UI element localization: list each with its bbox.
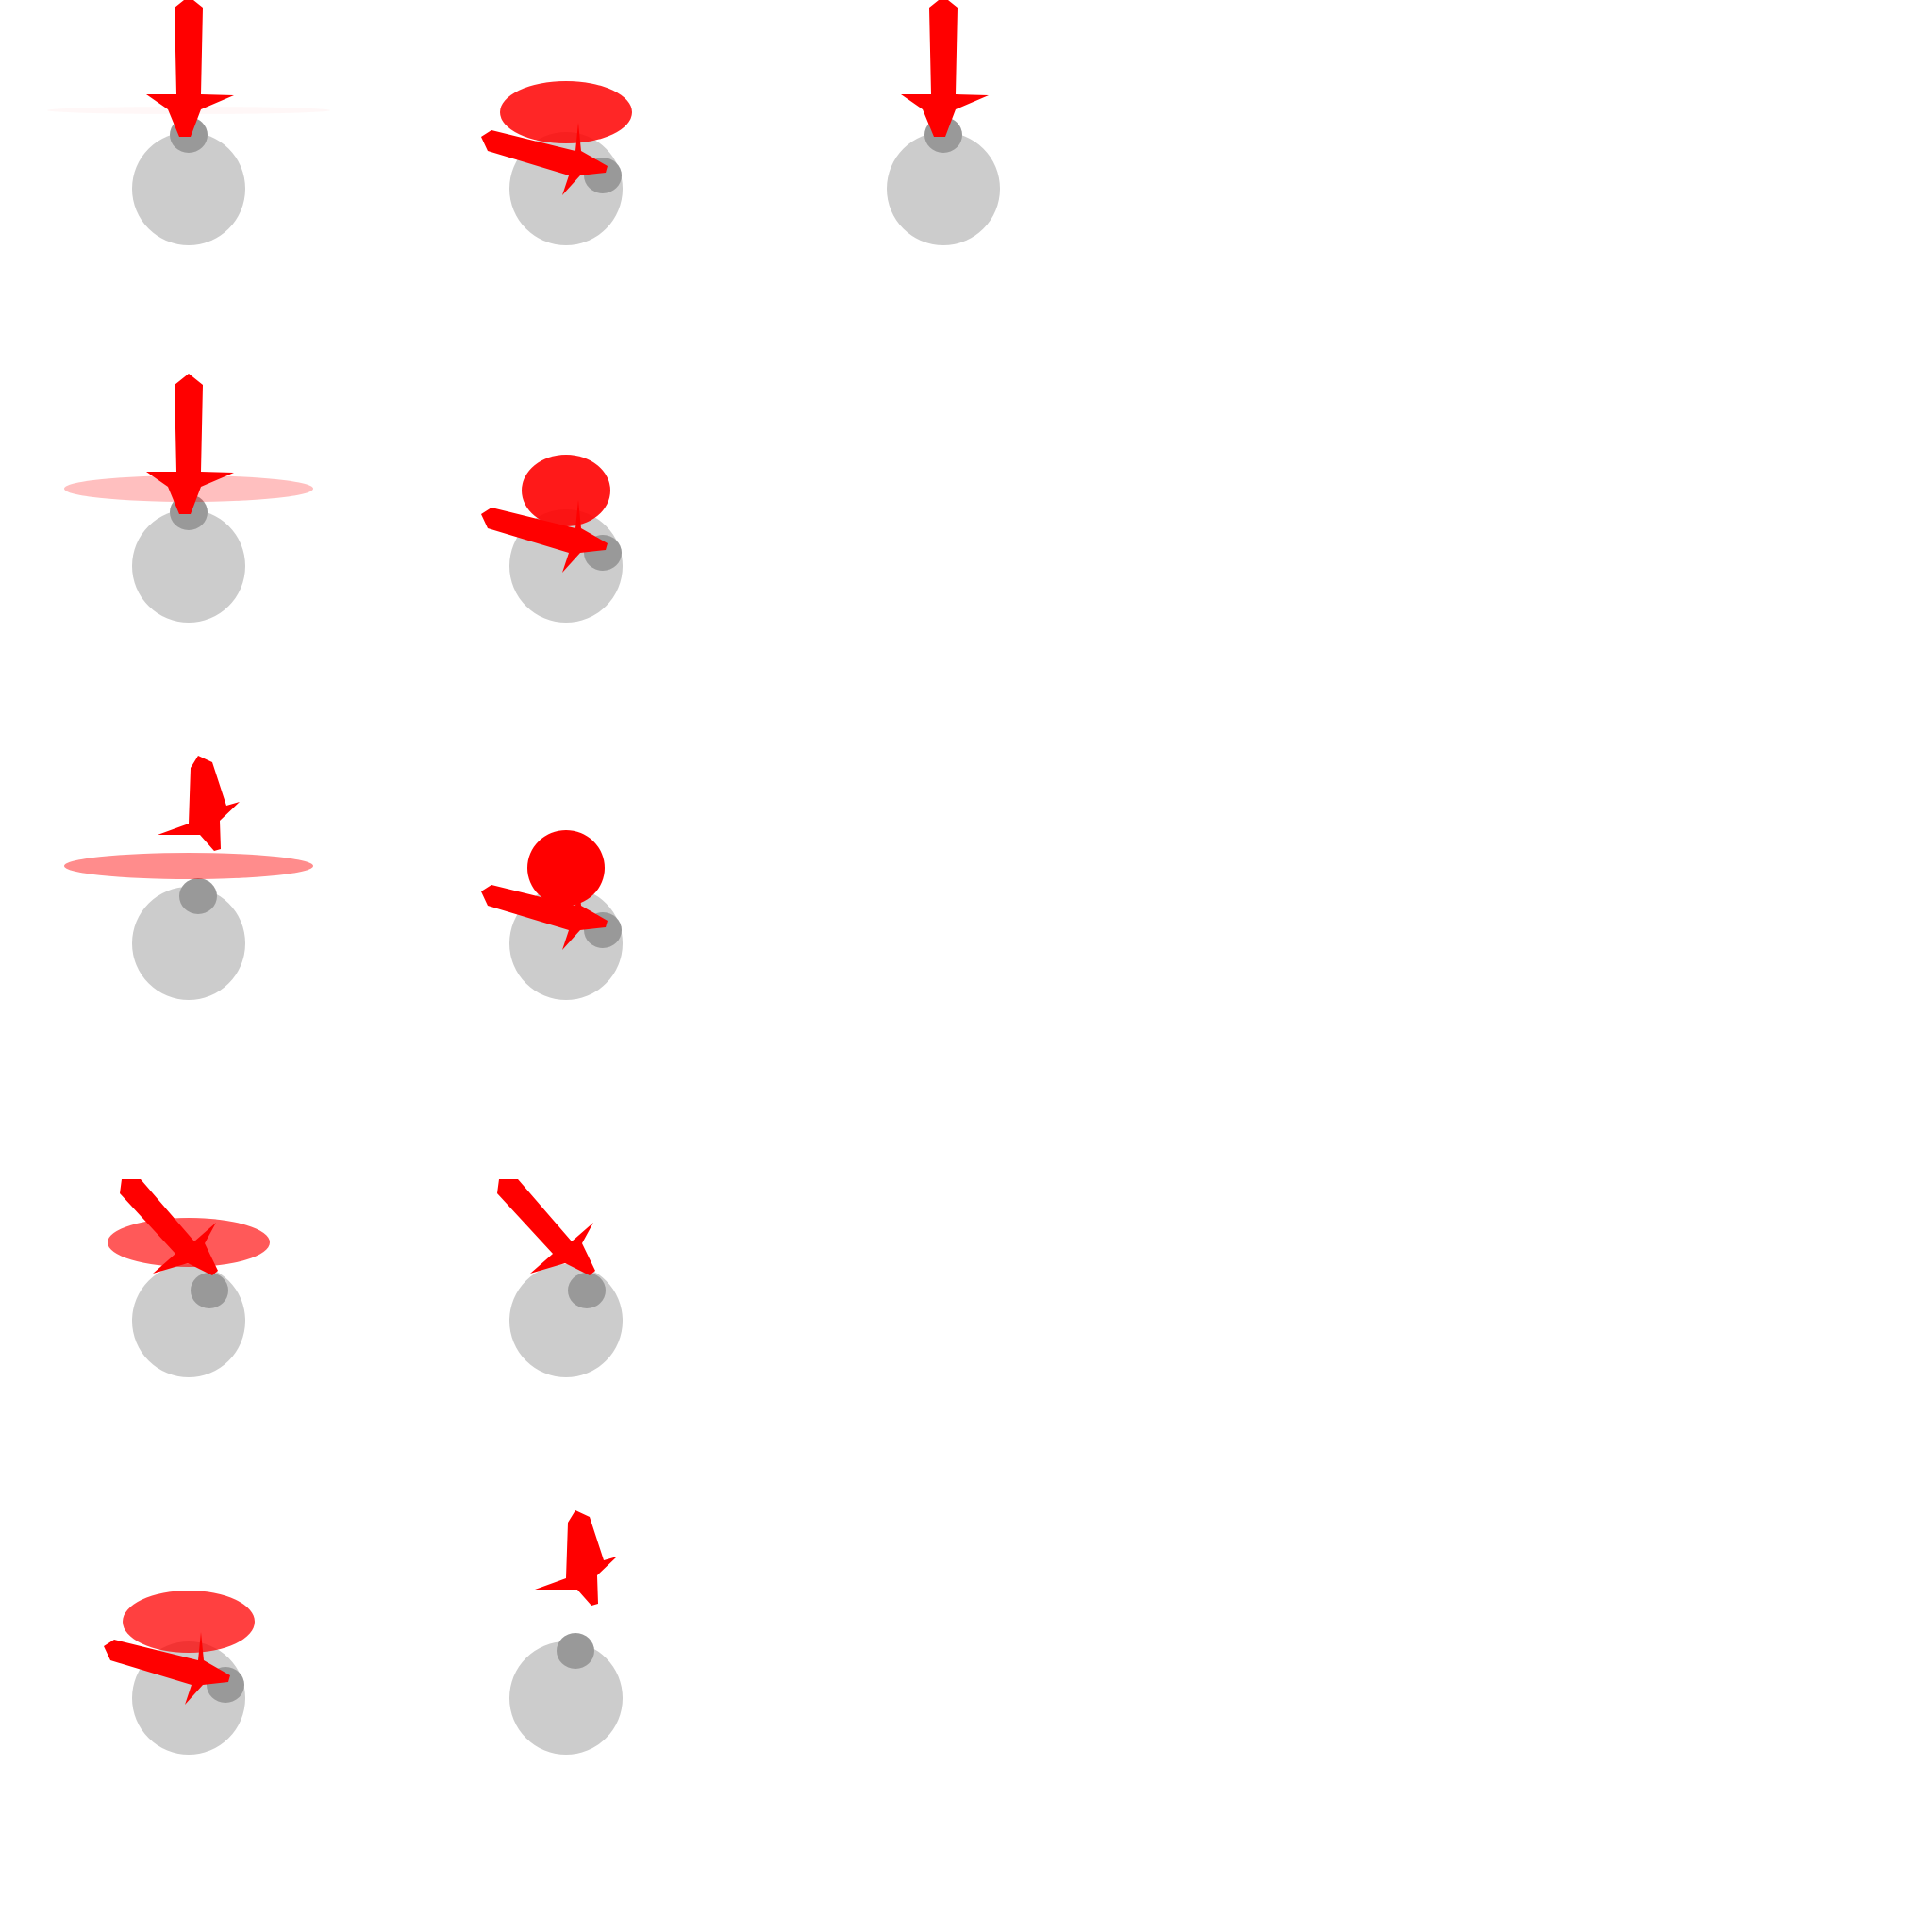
sprite-grid bbox=[64, 0, 1000, 1755]
sprite-arrow-icon bbox=[481, 123, 608, 195]
sprite-body bbox=[509, 1264, 623, 1377]
sprite-arrow-icon bbox=[535, 1510, 617, 1606]
sprite-body bbox=[132, 1264, 245, 1377]
sprite-1-1 bbox=[481, 455, 623, 623]
sprite-joint bbox=[191, 1273, 228, 1308]
sprite-body bbox=[887, 132, 1000, 245]
sprite-0-0 bbox=[132, 0, 245, 245]
sprite-joint bbox=[568, 1273, 606, 1308]
sprite-joint bbox=[557, 1633, 594, 1669]
sprite-1-0 bbox=[64, 374, 313, 623]
sprite-arrow-icon bbox=[146, 0, 234, 137]
sprite-3-1 bbox=[497, 1179, 623, 1377]
sprite-0-2 bbox=[887, 0, 1000, 245]
sprite-2-0 bbox=[64, 756, 313, 1000]
sprite-arrow-icon bbox=[481, 877, 608, 950]
sprite-body bbox=[132, 132, 245, 245]
sprite-4-1 bbox=[509, 1510, 623, 1755]
sprite-arrow-icon bbox=[497, 1179, 595, 1275]
sprite-arrow-icon bbox=[104, 1632, 230, 1705]
sprite-disc bbox=[64, 853, 313, 879]
sprite-disc bbox=[522, 455, 610, 526]
sprite-body bbox=[132, 509, 245, 623]
sprite-4-0 bbox=[104, 1591, 255, 1755]
sprite-disc bbox=[500, 81, 632, 143]
sprite-3-0 bbox=[108, 1179, 270, 1377]
sprite-disc bbox=[123, 1591, 255, 1653]
sprite-body bbox=[132, 887, 245, 1000]
sprite-2-1 bbox=[481, 830, 623, 1000]
sprite-arrow-icon bbox=[146, 374, 234, 514]
sprite-body bbox=[509, 1641, 623, 1755]
sprite-arrow-icon bbox=[120, 1179, 218, 1275]
sprite-joint bbox=[179, 878, 217, 914]
sprite-arrow-icon bbox=[901, 0, 989, 137]
sprite-arrow-icon bbox=[158, 756, 240, 851]
sprite-disc bbox=[527, 830, 605, 906]
sprite-arrow-icon bbox=[481, 500, 608, 573]
sprite-0-1 bbox=[481, 81, 632, 245]
